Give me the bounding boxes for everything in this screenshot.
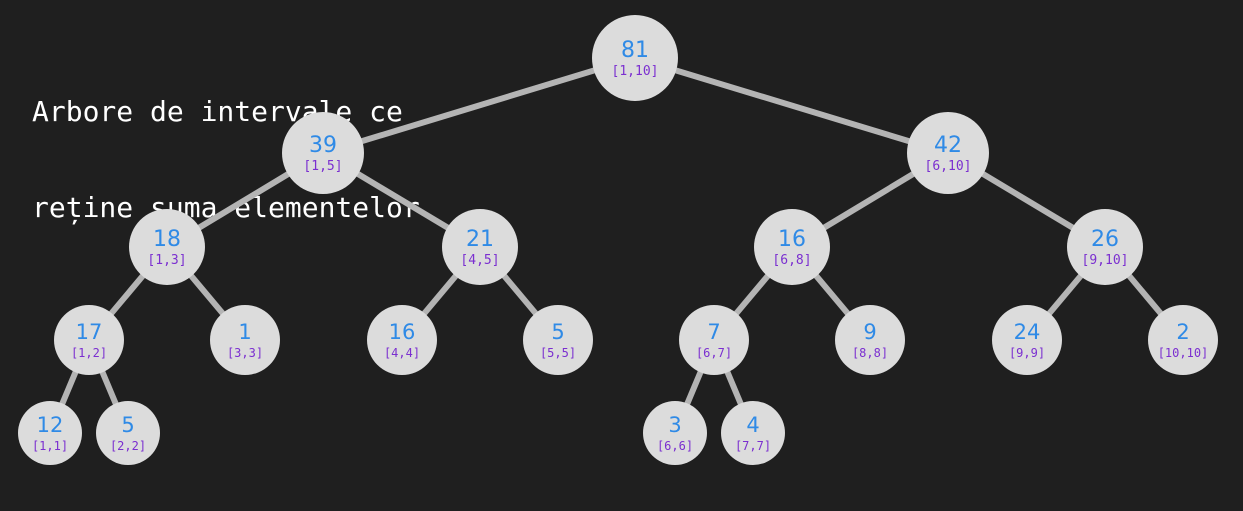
node-interval: [2,2] xyxy=(110,439,146,453)
node-circle xyxy=(592,15,678,101)
tree-node-10-10: 2 [10,10] xyxy=(1148,305,1218,375)
tree-node-1-5: 39[1,5] xyxy=(282,112,364,194)
node-circle xyxy=(96,401,160,465)
node-interval: [5,5] xyxy=(540,346,576,360)
node-value: 5 xyxy=(121,413,134,437)
tree-node-7-7: 4 [7,7] xyxy=(721,401,785,465)
tree-node-6-7: 7 [6,7] xyxy=(679,305,749,375)
node-circle xyxy=(523,305,593,375)
node-circle xyxy=(721,401,785,465)
node-value: 16 xyxy=(778,227,806,252)
edge-1-10-to-1-5 xyxy=(322,55,636,156)
edges-layer xyxy=(47,55,1186,435)
node-value: 81 xyxy=(621,38,649,63)
node-interval: [9,10] xyxy=(1082,253,1129,268)
tree-node-3-3: 1 [3,3] xyxy=(210,305,280,375)
node-interval: [4,5] xyxy=(460,253,499,268)
tree-node-5-5: 5 [5,5] xyxy=(523,305,593,375)
tree-node-1-10: 81[1,10] xyxy=(592,15,678,101)
node-circle xyxy=(54,305,124,375)
tree-node-6-6: 3 [6,6] xyxy=(643,401,707,465)
tree-node-2-2: 5 [2,2] xyxy=(96,401,160,465)
tree-node-1-2: 17 [1,2] xyxy=(54,305,124,375)
tree-node-8-8: 9 [8,8] xyxy=(835,305,905,375)
node-interval: [1,2] xyxy=(71,346,107,360)
node-value: 17 xyxy=(76,320,103,344)
tree-node-1-3: 18[1,3] xyxy=(129,209,205,285)
node-interval: [6,7] xyxy=(696,346,732,360)
node-circle xyxy=(679,305,749,375)
node-interval: [4,4] xyxy=(384,346,420,360)
node-circle xyxy=(18,401,82,465)
edge-1-10-to-6-10 xyxy=(634,55,949,156)
node-value: 3 xyxy=(668,413,681,437)
node-circle xyxy=(367,305,437,375)
node-interval: [1,5] xyxy=(303,159,342,174)
node-interval: [6,6] xyxy=(657,439,693,453)
node-value: 2 xyxy=(1176,320,1189,344)
tree-node-6-8: 16[6,8] xyxy=(754,209,830,285)
tree-node-6-10: 42[6,10] xyxy=(907,112,989,194)
diagram-title: Arbore de intervale ce reține suma eleme… xyxy=(32,32,420,288)
node-interval: [10,10] xyxy=(1158,346,1209,360)
node-circle xyxy=(992,305,1062,375)
tree-node-4-4: 16 [4,4] xyxy=(367,305,437,375)
node-interval: [6,10] xyxy=(925,159,972,174)
node-value: 4 xyxy=(746,413,759,437)
node-circle xyxy=(1067,209,1143,285)
node-circle xyxy=(754,209,830,285)
node-interval: [1,1] xyxy=(32,439,68,453)
node-interval: [6,8] xyxy=(772,253,811,268)
node-interval: [3,3] xyxy=(227,346,263,360)
node-value: 7 xyxy=(707,320,720,344)
node-value: 5 xyxy=(551,320,564,344)
node-interval: [1,3] xyxy=(147,253,186,268)
node-value: 42 xyxy=(934,133,962,158)
node-interval: [8,8] xyxy=(852,346,888,360)
node-circle xyxy=(282,112,364,194)
node-value: 16 xyxy=(389,320,416,344)
node-interval: [9,9] xyxy=(1009,346,1045,360)
node-value: 24 xyxy=(1014,320,1041,344)
tree-node-9-10: 26[9,10] xyxy=(1067,209,1143,285)
node-circle xyxy=(835,305,905,375)
title-line-2: reține suma elementelor xyxy=(32,191,420,224)
tree-node-4-5: 21[4,5] xyxy=(442,209,518,285)
node-value: 12 xyxy=(37,413,64,437)
node-circle xyxy=(442,209,518,285)
node-value: 21 xyxy=(466,227,494,252)
tree-node-1-1: 12 [1,1] xyxy=(18,401,82,465)
node-value: 1 xyxy=(238,320,251,344)
node-circle xyxy=(1148,305,1218,375)
node-value: 18 xyxy=(153,227,181,252)
node-circle xyxy=(129,209,205,285)
node-circle xyxy=(643,401,707,465)
node-circle xyxy=(907,112,989,194)
tree-node-9-9: 24 [9,9] xyxy=(992,305,1062,375)
node-interval: [7,7] xyxy=(735,439,771,453)
node-interval: [1,10] xyxy=(612,64,659,79)
node-value: 26 xyxy=(1091,227,1119,252)
node-circle xyxy=(210,305,280,375)
node-value: 39 xyxy=(309,133,337,158)
node-value: 9 xyxy=(863,320,876,344)
nodes-layer: 81[1,10]39[1,5]42[6,10]18[1,3]21[4,5]16[… xyxy=(18,15,1218,465)
